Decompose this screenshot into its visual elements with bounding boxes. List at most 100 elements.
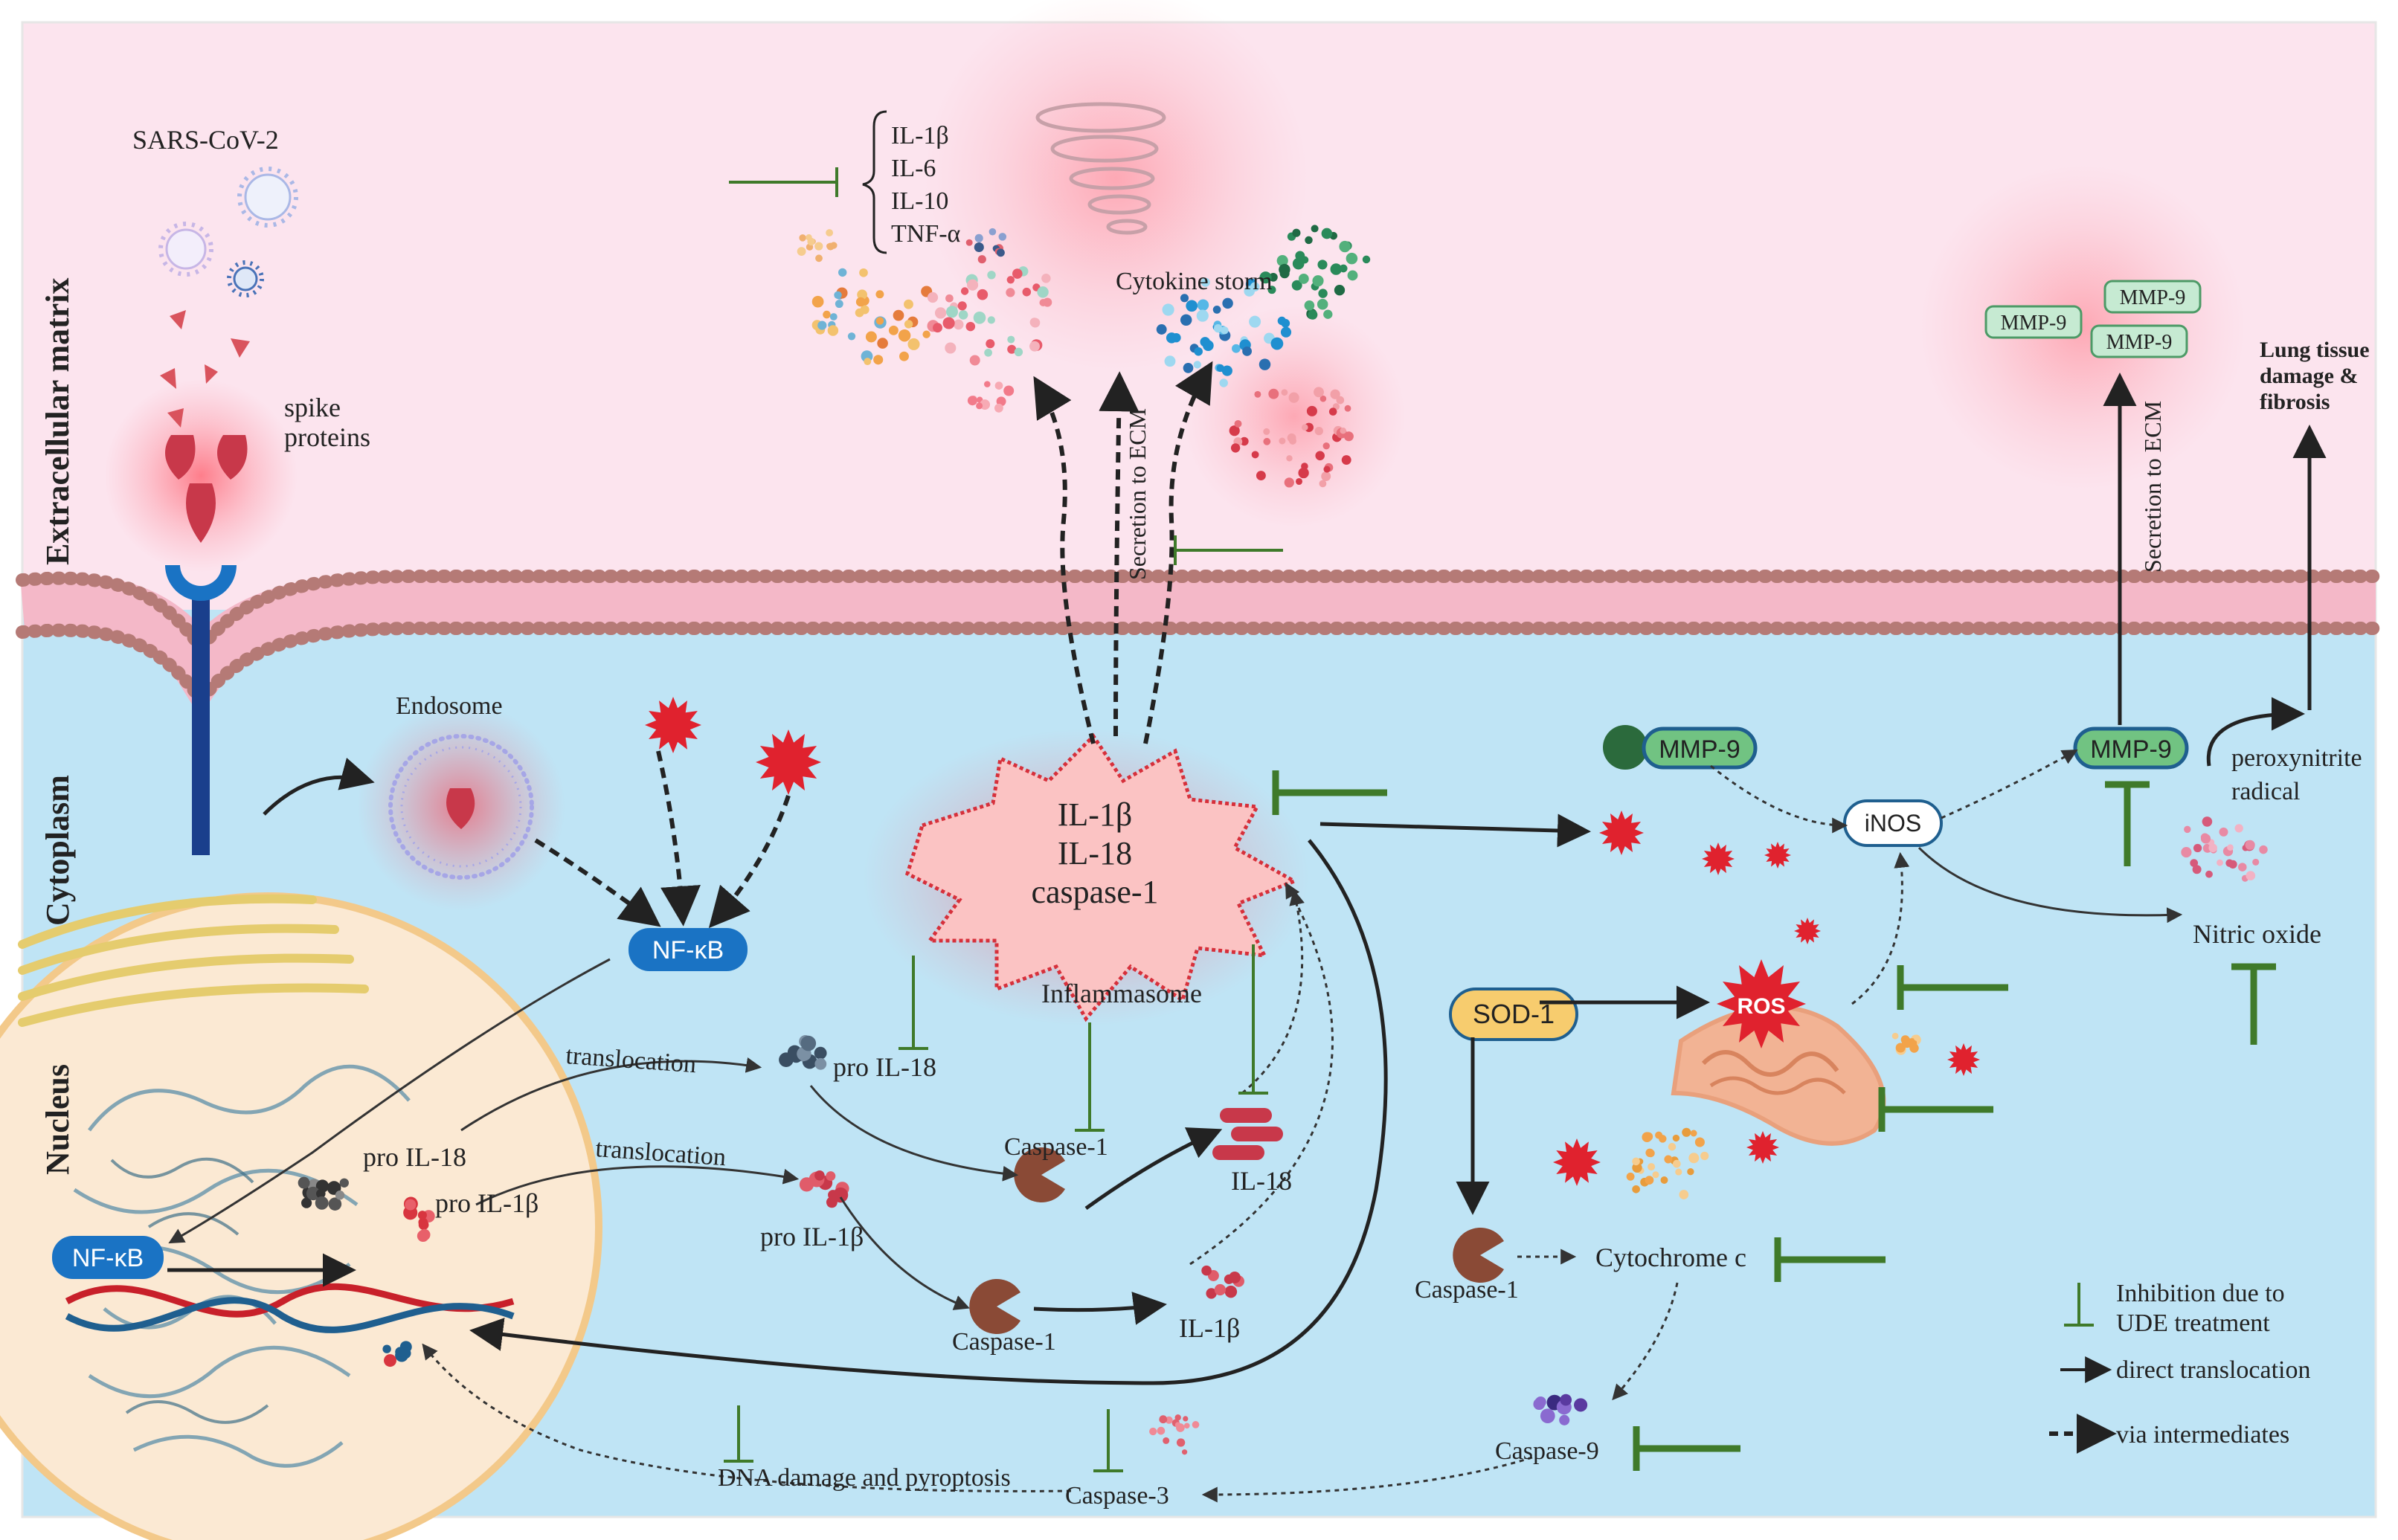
cytokine-particle (1254, 390, 1261, 398)
cytokine-particle (1341, 455, 1351, 465)
ros-star (1746, 1131, 1779, 1164)
cytokine-particle (927, 291, 939, 303)
cytokine-particle (2246, 871, 2256, 880)
cytokine-particle (1221, 326, 1229, 335)
cytokine-particle (1251, 451, 1259, 459)
cytokine-particle (1256, 471, 1266, 481)
cytokine-particle (953, 319, 964, 330)
cytokine-particle (1183, 363, 1194, 373)
cytokine-particle (826, 243, 832, 249)
cytokine-particle (893, 309, 904, 321)
cytokine-particle (811, 295, 824, 308)
cytokine-particle (1301, 256, 1309, 264)
cytokine-particle (306, 1186, 321, 1201)
cytokine-particle (1314, 387, 1324, 398)
cytokine-particle (2181, 847, 2192, 858)
pro-il18-label-1: pro IL-18 (833, 1052, 936, 1082)
cytokine-particle (942, 317, 955, 329)
cytokine-particle (1664, 1155, 1673, 1164)
cytokine-particle (1249, 315, 1261, 328)
cytokine-particle (779, 1052, 794, 1067)
cytokine-particle (1183, 1416, 1189, 1422)
cytokine-particle (2205, 870, 2213, 878)
cytokine-particle (797, 247, 806, 257)
receptor-glow (104, 379, 298, 573)
peroxynitrite-label-2: radical (2231, 778, 2301, 805)
mmp9-badges-ecm (1984, 280, 2202, 358)
cytokine-particle (976, 402, 983, 410)
cytokine-particle (1014, 347, 1023, 357)
cytokine-particle (1163, 1437, 1170, 1444)
cytokine-particle (934, 307, 947, 319)
cytokine-particle (859, 268, 868, 277)
cytokine-particle (1183, 1423, 1190, 1429)
cytokine-particle (1194, 347, 1203, 356)
cytokine-particle (838, 268, 847, 277)
il1b-label: IL-1β (1179, 1313, 1240, 1343)
cytokine-particle (1006, 276, 1015, 284)
cytokine-particle (1162, 303, 1174, 316)
spike-label-2: proteins (284, 422, 370, 452)
cytokine-particle (1288, 392, 1299, 403)
cytokine-particle (1322, 442, 1330, 450)
cytokine-particle (857, 289, 867, 300)
cytokine-particle (998, 233, 1007, 241)
cytokine-particle (974, 242, 984, 253)
cytokine-particle (1284, 477, 1294, 488)
inos-label: iNOS (1865, 810, 1921, 837)
cytokine-particle (1632, 1185, 1640, 1193)
ros-star (756, 729, 821, 795)
cytokine-particle (1180, 314, 1192, 326)
cytokine-particle (1164, 355, 1176, 367)
inflammasome-il1b: IL-1β (1058, 796, 1133, 833)
cytokine-particle (1012, 268, 1023, 279)
cytokine-particle (1295, 477, 1303, 486)
cytokine-particle (1645, 1176, 1654, 1185)
cytokine-particle (1315, 451, 1325, 461)
cytokine-particle (1688, 1153, 1700, 1164)
cytokine-particle (2190, 859, 2199, 867)
cytokine-particle (965, 321, 976, 332)
spike-fragments (160, 310, 250, 428)
cytokine-particle (1304, 300, 1315, 311)
pro-il1b-label-1: pro IL-1β (760, 1222, 864, 1251)
ros-star (1764, 842, 1791, 869)
cytokine-particle (1201, 1265, 1212, 1276)
cytokine-particle (2217, 859, 2223, 866)
cytokine-particle (1305, 236, 1313, 245)
legend-intermediates: via intermediates (2116, 1421, 2289, 1449)
cytokine-particle (1675, 1168, 1682, 1176)
virus-label: SARS-CoV-2 (132, 125, 279, 155)
cytokine-particle (1314, 426, 1323, 436)
cytokine-particle (1157, 1426, 1166, 1435)
il18-label: IL-18 (1231, 1166, 1292, 1196)
cytokine-particle (1319, 395, 1327, 402)
cytokine-particle (1298, 273, 1309, 284)
ros-star (1947, 1043, 1980, 1076)
cytokine-particle (1216, 364, 1224, 373)
cytokine-particle (1286, 455, 1293, 462)
ros-star (645, 697, 701, 753)
direct-arrows-thin (168, 846, 2183, 1310)
cytokine-particle (2193, 843, 2202, 853)
cytokine-particle (1186, 300, 1198, 312)
lung-damage-label-2: damage & (2260, 364, 2358, 388)
cytokine-particle (1174, 1414, 1181, 1421)
inflammasome-caspase1: caspase-1 (1031, 874, 1158, 910)
cytokine-particle (877, 338, 888, 349)
region-nucleus: Nucleus (39, 1064, 76, 1175)
region-extracellular: Extracellular matrix (39, 277, 76, 565)
cytokine-particle (799, 1177, 814, 1192)
sod1-label: SOD-1 (1473, 999, 1555, 1029)
cytokine-particle (1281, 318, 1290, 328)
cytokine-particle (1213, 323, 1223, 333)
cytokine-particle (847, 332, 856, 341)
pro-il1b-label-2: pro IL-1β (435, 1188, 539, 1218)
cytokine-particle (384, 1354, 396, 1367)
cytokine-particle (1306, 405, 1317, 416)
cytokine-particle (1166, 332, 1177, 344)
cytokine-particle (1041, 274, 1051, 283)
cytokine-particle (1219, 378, 1228, 387)
legend-direct: direct translocation (2116, 1356, 2311, 1384)
